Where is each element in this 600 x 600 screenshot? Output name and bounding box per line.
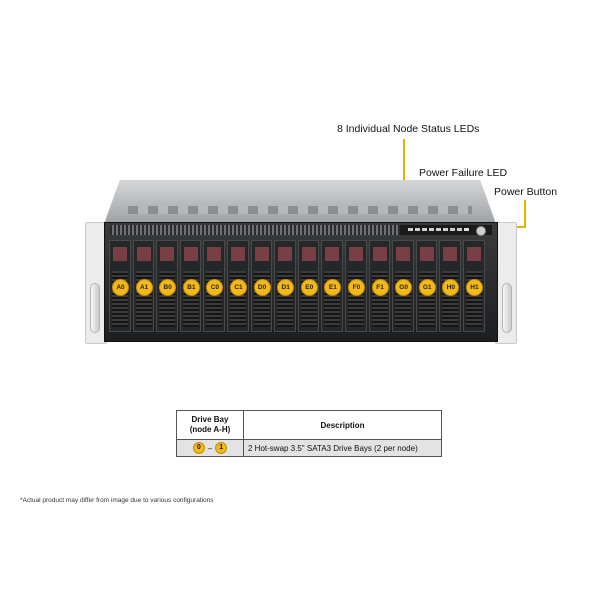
drive-bay[interactable]: A1 <box>132 240 155 332</box>
right-rack-ear <box>495 222 517 344</box>
power-button-callout-line <box>524 200 526 227</box>
drive-bay-label-badge: F1 <box>371 279 389 296</box>
drive-bay-label-badge: B1 <box>182 279 200 296</box>
power-failure-led-label: Power Failure LED <box>419 167 508 179</box>
drive-bay[interactable]: A0 <box>109 240 131 332</box>
node-status-led <box>408 228 413 231</box>
drive-bay[interactable]: D1 <box>274 240 296 332</box>
drive-bay-label-badge: E1 <box>324 279 342 296</box>
right-handle <box>502 283 512 333</box>
drive-bay-label-badge: C0 <box>206 279 224 296</box>
node-status-led <box>422 228 427 231</box>
drive-bay[interactable]: G0 <box>392 240 414 332</box>
table-row: 0 – 1 2 Hot-swap 3.5" SATA3 Drive Bays (… <box>176 439 442 457</box>
drive-bay-label-badge: D1 <box>277 279 295 296</box>
drive-tray-release-tab <box>254 247 269 261</box>
chassis-vents <box>128 206 472 214</box>
chassis-top <box>104 180 496 224</box>
bay-to-badge: 1 <box>215 442 228 454</box>
drive-tray-release-tab <box>183 247 198 261</box>
drive-bays: A0 A1 B0 B1 C0 C1 D0 D1 E0 E1 F0 F1 G0 G1 H0 H1 <box>109 240 485 332</box>
drive-tray-release-tab <box>443 247 458 261</box>
description-cell: 2 Hot-swap 3.5" SATA3 Drive Bays (2 per … <box>243 439 442 457</box>
bay-range-dash: – <box>207 443 213 453</box>
header-drive-bay: Drive Bay (node A-H) <box>176 410 244 440</box>
drive-bay-label-badge: E0 <box>300 279 318 296</box>
drive-bay[interactable]: E1 <box>321 240 343 332</box>
drive-bay-label-badge: H0 <box>442 279 460 296</box>
drive-bay[interactable]: E0 <box>297 240 320 332</box>
drive-tray-release-tab <box>396 247 411 261</box>
drive-bay-label-badge: C1 <box>229 279 247 296</box>
header-drive-bay-line2: (node A-H) <box>189 425 231 434</box>
drive-bay[interactable]: H1 <box>462 240 485 332</box>
drive-tray-release-tab <box>160 247 175 261</box>
front-mesh <box>110 225 490 235</box>
drive-tray-release-tab <box>419 247 434 261</box>
drive-bay[interactable]: C0 <box>203 240 225 332</box>
node-status-led <box>436 228 441 231</box>
bay-from-badge: 0 <box>192 442 205 454</box>
drive-bay-table: Drive Bay (node A-H) Description 0 – 1 2… <box>176 410 442 457</box>
drive-tray-release-tab <box>278 247 293 261</box>
node-status-led <box>457 228 462 231</box>
header-drive-bay-line1: Drive Bay <box>191 415 229 424</box>
node-status-led <box>443 228 448 231</box>
drive-bay-label-badge: G0 <box>395 279 413 296</box>
drive-tray-release-tab <box>207 247 222 261</box>
power-button[interactable] <box>476 226 486 236</box>
power-failure-led <box>464 228 469 231</box>
bay-range-cell: 0 – 1 <box>176 439 244 457</box>
left-handle <box>90 283 100 333</box>
drive-bay[interactable]: C1 <box>226 240 249 332</box>
drive-bay[interactable]: B0 <box>156 240 178 332</box>
drive-bay-label-badge: D0 <box>253 279 271 296</box>
drive-bay-label-badge: B0 <box>159 279 177 296</box>
header-description: Description <box>243 410 442 440</box>
drive-tray-release-tab <box>301 247 316 261</box>
disclaimer-note: *Actual product may differ from image du… <box>20 497 214 504</box>
drive-bay[interactable]: H0 <box>439 240 461 332</box>
drive-bay-label-badge: G1 <box>418 279 436 296</box>
drive-tray-release-tab <box>230 247 245 261</box>
drive-tray-release-tab <box>136 247 151 261</box>
drive-tray-release-tab <box>372 247 387 261</box>
drive-tray-release-tab <box>113 247 127 261</box>
power-button-label: Power Button <box>494 186 558 198</box>
drive-tray-release-tab <box>325 247 340 261</box>
drive-bay[interactable]: B1 <box>179 240 202 332</box>
drive-tray-release-tab <box>348 247 363 261</box>
node-status-leds-label: 8 Individual Node Status LEDs <box>337 123 480 135</box>
node-status-led <box>429 228 434 231</box>
drive-bay[interactable]: F0 <box>344 240 367 332</box>
drive-bay-label-badge: A0 <box>112 279 129 296</box>
drive-bay-label-badge: F0 <box>347 279 365 296</box>
node-status-led <box>450 228 455 231</box>
drive-bay-label-badge: H1 <box>465 279 483 296</box>
drive-bay[interactable]: D0 <box>250 240 273 332</box>
drive-bay[interactable]: F1 <box>368 240 391 332</box>
drive-tray-release-tab <box>466 247 481 261</box>
drive-bay-label-badge: A1 <box>135 279 153 296</box>
drive-bay[interactable]: G1 <box>415 240 438 332</box>
node-status-led <box>415 228 420 231</box>
